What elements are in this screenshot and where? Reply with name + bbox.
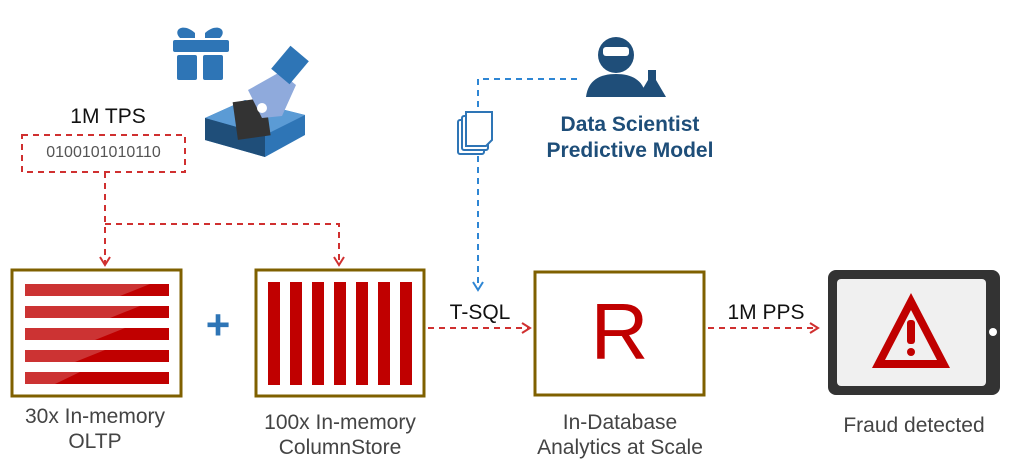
columnstore-label-line2: ColumnStore (278, 436, 402, 459)
r-letter: R (590, 287, 649, 376)
columnstore-label-line1: 100x In-memory (264, 411, 416, 434)
card-payment-icon (205, 45, 309, 157)
tps-label: 1M TPS (70, 105, 146, 128)
oltp-label: 30x In-memory OLTP (0, 404, 190, 454)
plus-sign: + (205, 301, 231, 348)
data-scientist-icon (586, 37, 666, 97)
analytics-label-line1: In-Database (562, 411, 678, 434)
model-arrow (472, 78, 577, 292)
oltp-label-line1: 30x In-memory (24, 405, 166, 428)
pps-label: 1M PPS (727, 301, 805, 324)
columnstore-label: 100x In-memory ColumnStore (240, 410, 440, 460)
fraud-label: Fraud detected (843, 414, 985, 437)
oltp-box (10, 268, 183, 398)
warning-icon (872, 293, 950, 368)
tsql-label: T-SQL (449, 301, 511, 324)
data-scientist-label: Data Scientist Predictive Model (520, 112, 740, 164)
binary-data-box (21, 134, 186, 173)
binary-documents-icon (457, 111, 493, 155)
data-scientist-line2: Predictive Model (546, 139, 714, 162)
arrow-to-columnstore (105, 223, 345, 267)
gift-icon (173, 27, 229, 80)
analytics-label-line2: Analytics at Scale (537, 436, 703, 459)
data-scientist-line1: Data Scientist (560, 113, 700, 136)
oltp-label-line2: OLTP (68, 430, 122, 453)
r-analytics-box (533, 270, 706, 397)
columnstore-box (254, 268, 426, 398)
analytics-label: In-Database Analytics at Scale (520, 410, 720, 460)
binary-data-text: 0100101010110 (46, 144, 161, 161)
